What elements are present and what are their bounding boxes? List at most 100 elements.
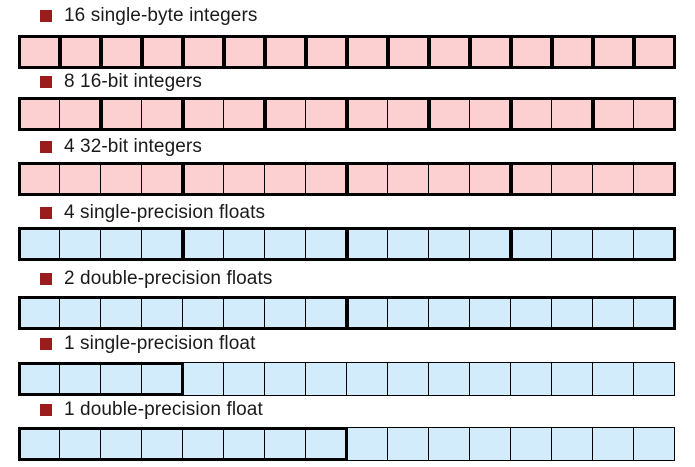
register-cell [510, 427, 552, 461]
register-cell [100, 427, 142, 461]
register-cell [428, 162, 470, 196]
register-cell [141, 362, 183, 396]
register-strip [18, 296, 676, 330]
row-label: 1 single-precision float [40, 332, 255, 356]
row-label-text: 8 16-bit integers [64, 71, 202, 92]
register-cell [346, 296, 388, 330]
register-cell [305, 162, 347, 196]
register-cell [305, 296, 347, 330]
register-cell [510, 362, 552, 396]
square-bullet-icon [40, 404, 52, 416]
register-cell [633, 227, 675, 261]
register-cell [100, 296, 142, 330]
row-label: 4 32-bit integers [40, 135, 202, 159]
register-cell [100, 362, 142, 396]
register-cell [387, 97, 429, 131]
register-cell [59, 162, 101, 196]
register-cell [469, 362, 511, 396]
register-cell [223, 296, 265, 330]
register-cell [346, 162, 388, 196]
register-cell [592, 35, 634, 69]
register-cell [469, 162, 511, 196]
register-cell [141, 227, 183, 261]
row-label: 16 single-byte integers [40, 4, 257, 28]
register-cell [59, 227, 101, 261]
row-label-text: 16 single-byte integers [64, 5, 258, 26]
register-cell [387, 296, 429, 330]
square-bullet-icon [40, 141, 52, 153]
register-strip [18, 427, 676, 461]
register-cell [18, 35, 60, 69]
row-label: 1 double-precision float [40, 398, 263, 422]
row-label-text: 4 32-bit integers [64, 136, 202, 157]
register-cell [141, 427, 183, 461]
register-cell [551, 427, 593, 461]
register-cell [428, 362, 470, 396]
register-cell [182, 35, 224, 69]
register-cell [100, 35, 142, 69]
register-cell [18, 227, 60, 261]
register-cell [346, 362, 388, 396]
register-cell [346, 227, 388, 261]
register-cell [223, 162, 265, 196]
register-cell [551, 162, 593, 196]
register-cell [428, 427, 470, 461]
register-cell [182, 427, 224, 461]
register-cell [469, 227, 511, 261]
register-cell [387, 362, 429, 396]
register-cell [305, 362, 347, 396]
register-cell [510, 162, 552, 196]
register-cell [18, 97, 60, 131]
register-cell [18, 162, 60, 196]
register-cell [305, 35, 347, 69]
register-cell [223, 427, 265, 461]
row-label-text: 2 double-precision floats [64, 268, 273, 289]
register-cell [633, 427, 675, 461]
register-cell [59, 35, 101, 69]
register-cell [510, 97, 552, 131]
register-cell [223, 97, 265, 131]
register-cell [141, 296, 183, 330]
register-cell [346, 97, 388, 131]
register-cell [592, 227, 634, 261]
register-cell [633, 296, 675, 330]
register-strip [18, 97, 676, 131]
register-cell [223, 362, 265, 396]
register-cell [264, 227, 306, 261]
square-bullet-icon [40, 76, 52, 88]
register-cell [59, 97, 101, 131]
register-cell [469, 296, 511, 330]
register-cell [633, 35, 675, 69]
register-cell [59, 362, 101, 396]
register-cell [551, 97, 593, 131]
register-cell [182, 162, 224, 196]
register-cell [223, 35, 265, 69]
register-cell [510, 296, 552, 330]
register-cell [428, 35, 470, 69]
register-cell [305, 227, 347, 261]
register-cell [141, 35, 183, 69]
register-cell [551, 296, 593, 330]
register-cell [59, 296, 101, 330]
register-cell [551, 362, 593, 396]
row-label-text: 1 single-precision float [64, 333, 256, 354]
register-cell [264, 97, 306, 131]
square-bullet-icon [40, 338, 52, 350]
register-cell [264, 35, 306, 69]
register-cell [469, 427, 511, 461]
row-label: 4 single-precision floats [40, 201, 265, 225]
row-label: 8 16-bit integers [40, 70, 202, 94]
register-cell [182, 362, 224, 396]
register-cell [510, 35, 552, 69]
register-strip [18, 35, 676, 69]
register-cell [428, 227, 470, 261]
register-cell [592, 427, 634, 461]
row-label-text: 4 single-precision floats [64, 202, 266, 223]
register-cell [633, 362, 675, 396]
square-bullet-icon [40, 10, 52, 22]
register-cell [346, 35, 388, 69]
register-cell [141, 162, 183, 196]
register-cell [100, 162, 142, 196]
register-cell [592, 97, 634, 131]
register-cell [387, 427, 429, 461]
